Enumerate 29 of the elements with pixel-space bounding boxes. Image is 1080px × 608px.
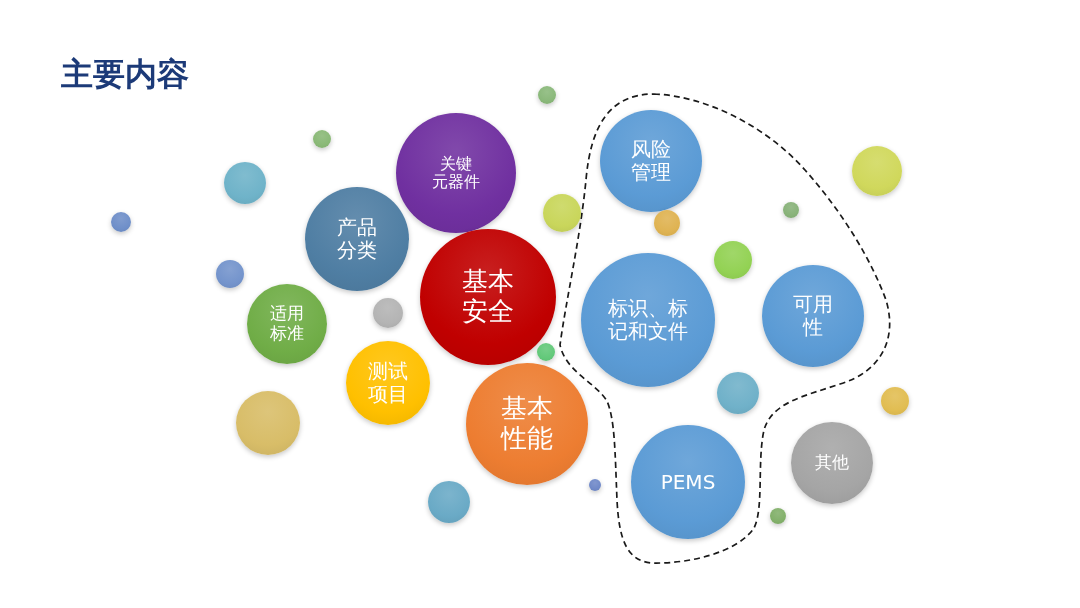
topic-circle: 其他 (791, 422, 873, 504)
topic-circle: 基本安全 (420, 229, 556, 365)
topic-circle: 产品分类 (305, 187, 409, 291)
topic-circle: 风险管理 (600, 110, 702, 212)
bubble (654, 210, 680, 236)
bubble (852, 146, 902, 196)
bubble (216, 260, 244, 288)
bubble (313, 130, 331, 148)
bubble (770, 508, 786, 524)
bubble (783, 202, 799, 218)
bubble (538, 86, 556, 104)
page-title: 主要内容 (61, 54, 189, 94)
bubble (589, 479, 601, 491)
bubble (111, 212, 131, 232)
topic-circle: 标识、标记和文件 (581, 253, 715, 387)
topic-circle: 测试项目 (346, 341, 430, 425)
bubble (717, 372, 759, 414)
topic-circle: 适用标准 (247, 284, 327, 364)
topic-circle: 可用性 (762, 265, 864, 367)
bubble (428, 481, 470, 523)
topic-circle: PEMS (631, 425, 745, 539)
bubble (881, 387, 909, 415)
bubble (714, 241, 752, 279)
bubble (543, 194, 581, 232)
topic-circle: 基本性能 (466, 363, 588, 485)
bubble (236, 391, 300, 455)
bubble (373, 298, 403, 328)
bubble (224, 162, 266, 204)
topic-circle: 关键元器件 (396, 113, 516, 233)
